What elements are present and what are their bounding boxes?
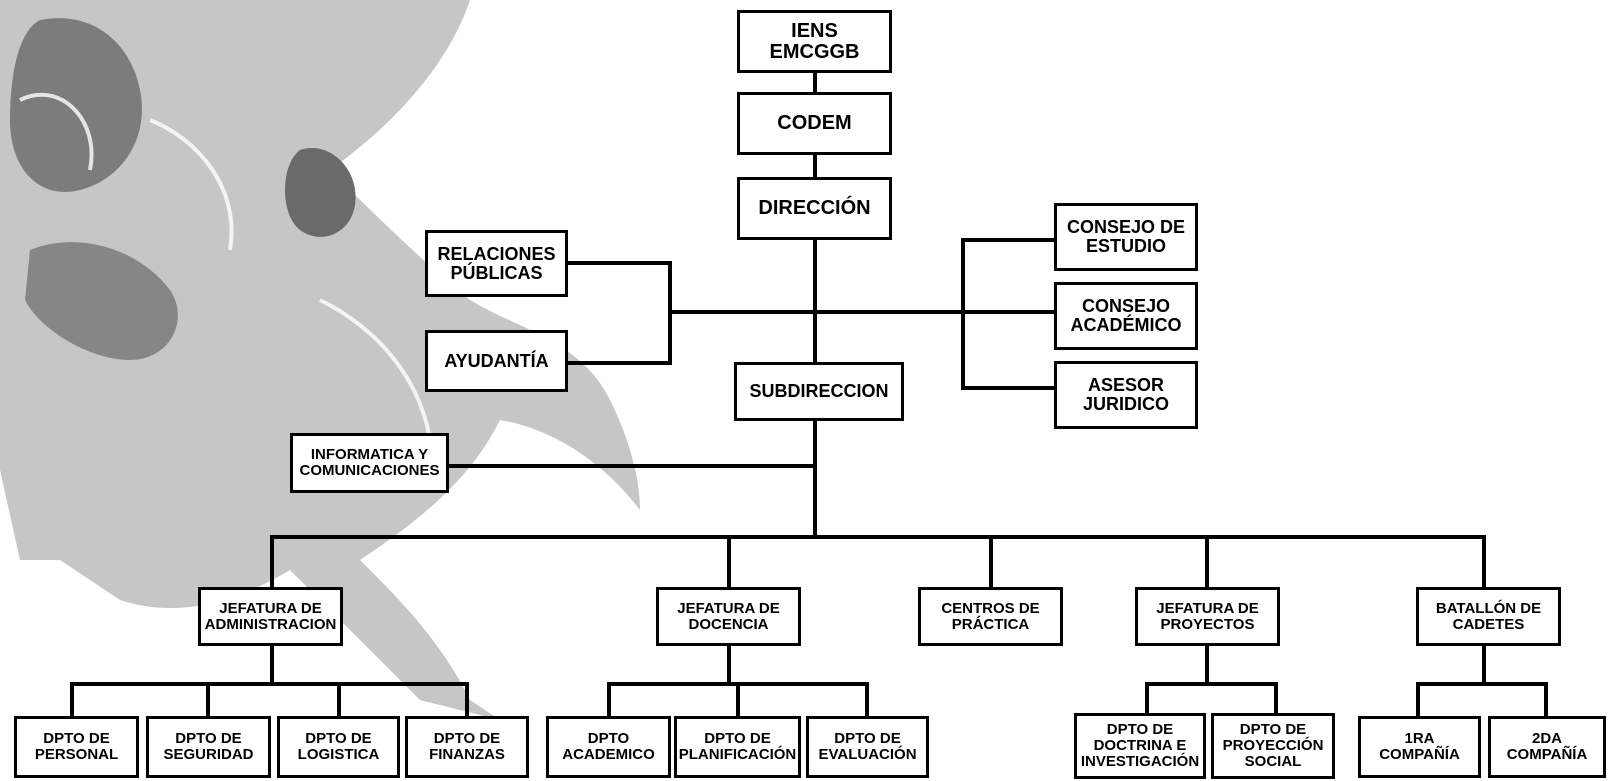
primera-compania-box: 1RA COMPAÑÍA — [1358, 716, 1481, 778]
codem-box: CODEM — [737, 92, 892, 155]
relaciones-publicas-box: RELACIONES PÚBLICAS — [425, 230, 568, 297]
informatica-comunicaciones-box: INFORMATICA Y COMUNICACIONES — [290, 433, 449, 493]
asesor-juridico-box: ASESOR JURIDICO — [1054, 361, 1198, 429]
segunda-compania-box: 2DA COMPAÑÍA — [1488, 716, 1606, 778]
centros-practica-box: CENTROS DE PRÁCTICA — [918, 587, 1063, 646]
jefatura-docencia-box: JEFATURA DE DOCENCIA — [656, 587, 801, 646]
iens-emcggb-box: IENS EMCGGB — [737, 10, 892, 73]
dpto-planificacion-box: DPTO DE PLANIFICACIÓN — [674, 716, 801, 778]
jefatura-administracion-box: JEFATURA DE ADMINISTRACION — [198, 587, 343, 646]
dpto-proyeccion-social-box: DPTO DE PROYECCIÓN SOCIAL — [1211, 713, 1335, 779]
consejo-de-estudio-box: CONSEJO DE ESTUDIO — [1054, 203, 1198, 271]
dpto-academico-box: DPTO ACADEMICO — [546, 716, 671, 778]
dpto-finanzas-box: DPTO DE FINANZAS — [405, 716, 529, 778]
jefatura-proyectos-box: JEFATURA DE PROYECTOS — [1135, 587, 1280, 646]
dpto-logistica-box: DPTO DE LOGISTICA — [277, 716, 400, 778]
batallon-cadetes-box: BATALLÓN DE CADETES — [1416, 587, 1561, 646]
direccion-box: DIRECCIÓN — [737, 177, 892, 240]
dpto-evaluacion-box: DPTO DE EVALUACIÓN — [806, 716, 929, 778]
dpto-personal-box: DPTO DE PERSONAL — [14, 716, 139, 778]
subdireccion-box: SUBDIRECCION — [734, 362, 904, 421]
dpto-doctrina-investigacion-box: DPTO DE DOCTRINA E INVESTIGACIÓN — [1074, 713, 1206, 779]
consejo-academico-box: CONSEJO ACADÉMICO — [1054, 282, 1198, 350]
ayudantia-box: AYUDANTÍA — [425, 330, 568, 392]
dpto-seguridad-box: DPTO DE SEGURIDAD — [146, 716, 271, 778]
